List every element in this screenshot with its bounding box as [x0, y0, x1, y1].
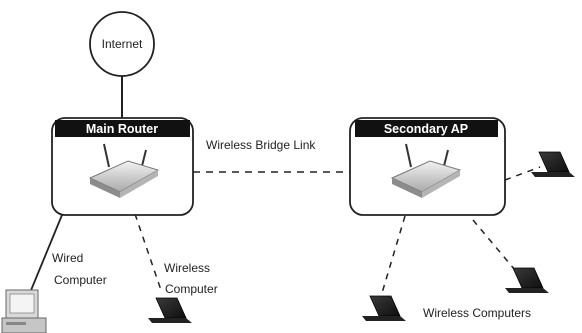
laptop-icon: [505, 267, 549, 293]
laptop-icon: [531, 151, 575, 177]
wireless-link-computer: [134, 213, 163, 294]
access-point-icon: [390, 143, 462, 198]
wireless-computers-label: Wireless Computers: [423, 306, 531, 320]
laptop-icon: [148, 297, 192, 323]
wired-computer-label-line1: Wired: [52, 251, 83, 265]
secondary-ap-box: Secondary AP: [349, 117, 506, 216]
main-router-box: Main Router: [51, 117, 194, 216]
wireless-computer-label-line2: Computer: [165, 282, 218, 296]
laptop-icon: [362, 295, 406, 321]
wireless-link-right-laptop: [472, 219, 516, 271]
wireless-computer-label-line1: Wireless: [164, 261, 210, 275]
secondary-ap-label: Secondary AP: [384, 122, 468, 136]
desktop-computer-icon: [1, 289, 47, 333]
internet-label: Internet: [102, 37, 143, 51]
router-icon: [88, 143, 160, 198]
bridge-link-label: Wireless Bridge Link: [206, 138, 316, 152]
secondary-ap-banner: [355, 120, 498, 137]
wireless-link-left-laptop: [381, 215, 406, 294]
main-router-banner: [55, 120, 190, 137]
internet-node: Internet: [89, 11, 155, 77]
wired-computer-label-line2: Computer: [54, 273, 107, 287]
main-router-label: Main Router: [86, 122, 158, 136]
wired-cable: [26, 214, 63, 301]
